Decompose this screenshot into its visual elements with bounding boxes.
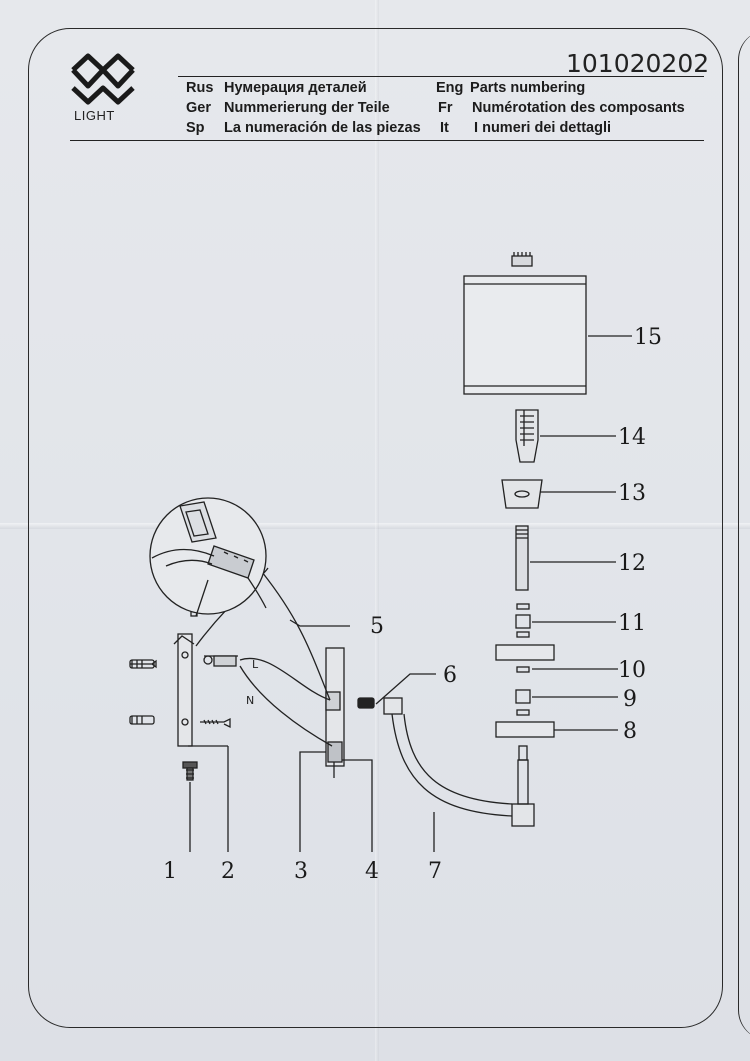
part-6-clip xyxy=(357,697,375,709)
title-it: I numeri dei dettagli xyxy=(474,120,611,136)
header-row-rus: Rus Нумерация деталей xyxy=(186,80,367,96)
header-divider-bottom xyxy=(70,140,704,141)
callout-pointer xyxy=(195,579,209,617)
part-number-15: 15 xyxy=(634,325,662,350)
brand-logo-icon xyxy=(71,53,135,105)
wire-label-live: L xyxy=(252,658,259,671)
part-12-threaded-tube xyxy=(515,525,529,591)
brand-logo-text: LIGHT xyxy=(74,108,115,123)
part-14-socket xyxy=(515,409,539,463)
part-plate-upper xyxy=(495,644,555,661)
part-number-9: 9 xyxy=(623,687,637,712)
leader-4 xyxy=(342,759,373,852)
part-7-curved-arm xyxy=(383,697,535,827)
part-11-nut xyxy=(515,603,531,638)
leader-6 xyxy=(375,673,436,705)
part-number-13: 13 xyxy=(618,481,646,506)
part-number-11: 11 xyxy=(618,611,646,636)
lang-code-ger: Ger xyxy=(186,100,211,116)
lang-code-it: It xyxy=(440,120,449,136)
part-1-screw xyxy=(182,761,198,781)
part-number-7: 7 xyxy=(428,859,442,884)
wiring-detail-callout xyxy=(149,497,267,615)
title-eng: Parts numbering xyxy=(470,80,586,96)
page-frame xyxy=(28,28,723,1028)
header-row-it: It I numeri dei dettagli xyxy=(440,120,611,136)
lang-code-rus: Rus xyxy=(186,80,214,96)
lang-code-fr: Fr xyxy=(438,100,453,116)
model-number: 101020202 xyxy=(566,49,710,78)
leader-3 xyxy=(299,751,326,852)
part-13-socket-cup xyxy=(501,479,543,509)
title-rus: Нумерация деталей xyxy=(224,80,367,96)
part-number-14: 14 xyxy=(618,425,646,450)
header-row-sp: Sp La numeración de las piezas xyxy=(186,120,421,136)
part-2-mounting-bar xyxy=(173,633,228,747)
part-number-1: 1 xyxy=(163,859,177,884)
title-ger: Nummerierung der Teile xyxy=(224,100,390,116)
part-number-8: 8 xyxy=(623,719,637,744)
part-number-3: 3 xyxy=(294,859,308,884)
part-number-12: 12 xyxy=(618,551,646,576)
part-3-wall-plate xyxy=(325,647,345,778)
header-row-fr: Fr Numérotation des composants xyxy=(438,100,685,116)
part-number-4: 4 xyxy=(365,859,379,884)
part-10-washer xyxy=(516,666,530,673)
part-15-shade xyxy=(463,252,587,395)
part-number-2: 2 xyxy=(221,859,235,884)
title-sp: La numeración de las piezas xyxy=(224,120,421,136)
title-fr: Numérotation des composants xyxy=(472,100,685,116)
wire-label-neutral: N xyxy=(246,694,254,707)
part-number-5: 5 xyxy=(370,614,384,639)
lang-code-eng: Eng xyxy=(436,80,464,96)
header-divider-top xyxy=(178,76,704,77)
part-8-plate xyxy=(495,721,555,738)
lang-code-sp: Sp xyxy=(186,120,205,136)
part-number-6: 6 xyxy=(443,663,457,688)
part-9-nut xyxy=(515,689,531,716)
wood-screw xyxy=(200,717,231,729)
wall-anchors xyxy=(129,659,157,725)
adjacent-page-frame xyxy=(738,30,750,1040)
part-number-10: 10 xyxy=(618,658,646,683)
paper-fold-vertical xyxy=(375,0,379,1061)
header-row-eng: Eng Parts numbering xyxy=(436,80,585,96)
header-row-ger: Ger Nummerierung der Teile xyxy=(186,100,390,116)
leader-5 xyxy=(289,619,350,627)
paper-fold-horizontal xyxy=(0,523,750,529)
